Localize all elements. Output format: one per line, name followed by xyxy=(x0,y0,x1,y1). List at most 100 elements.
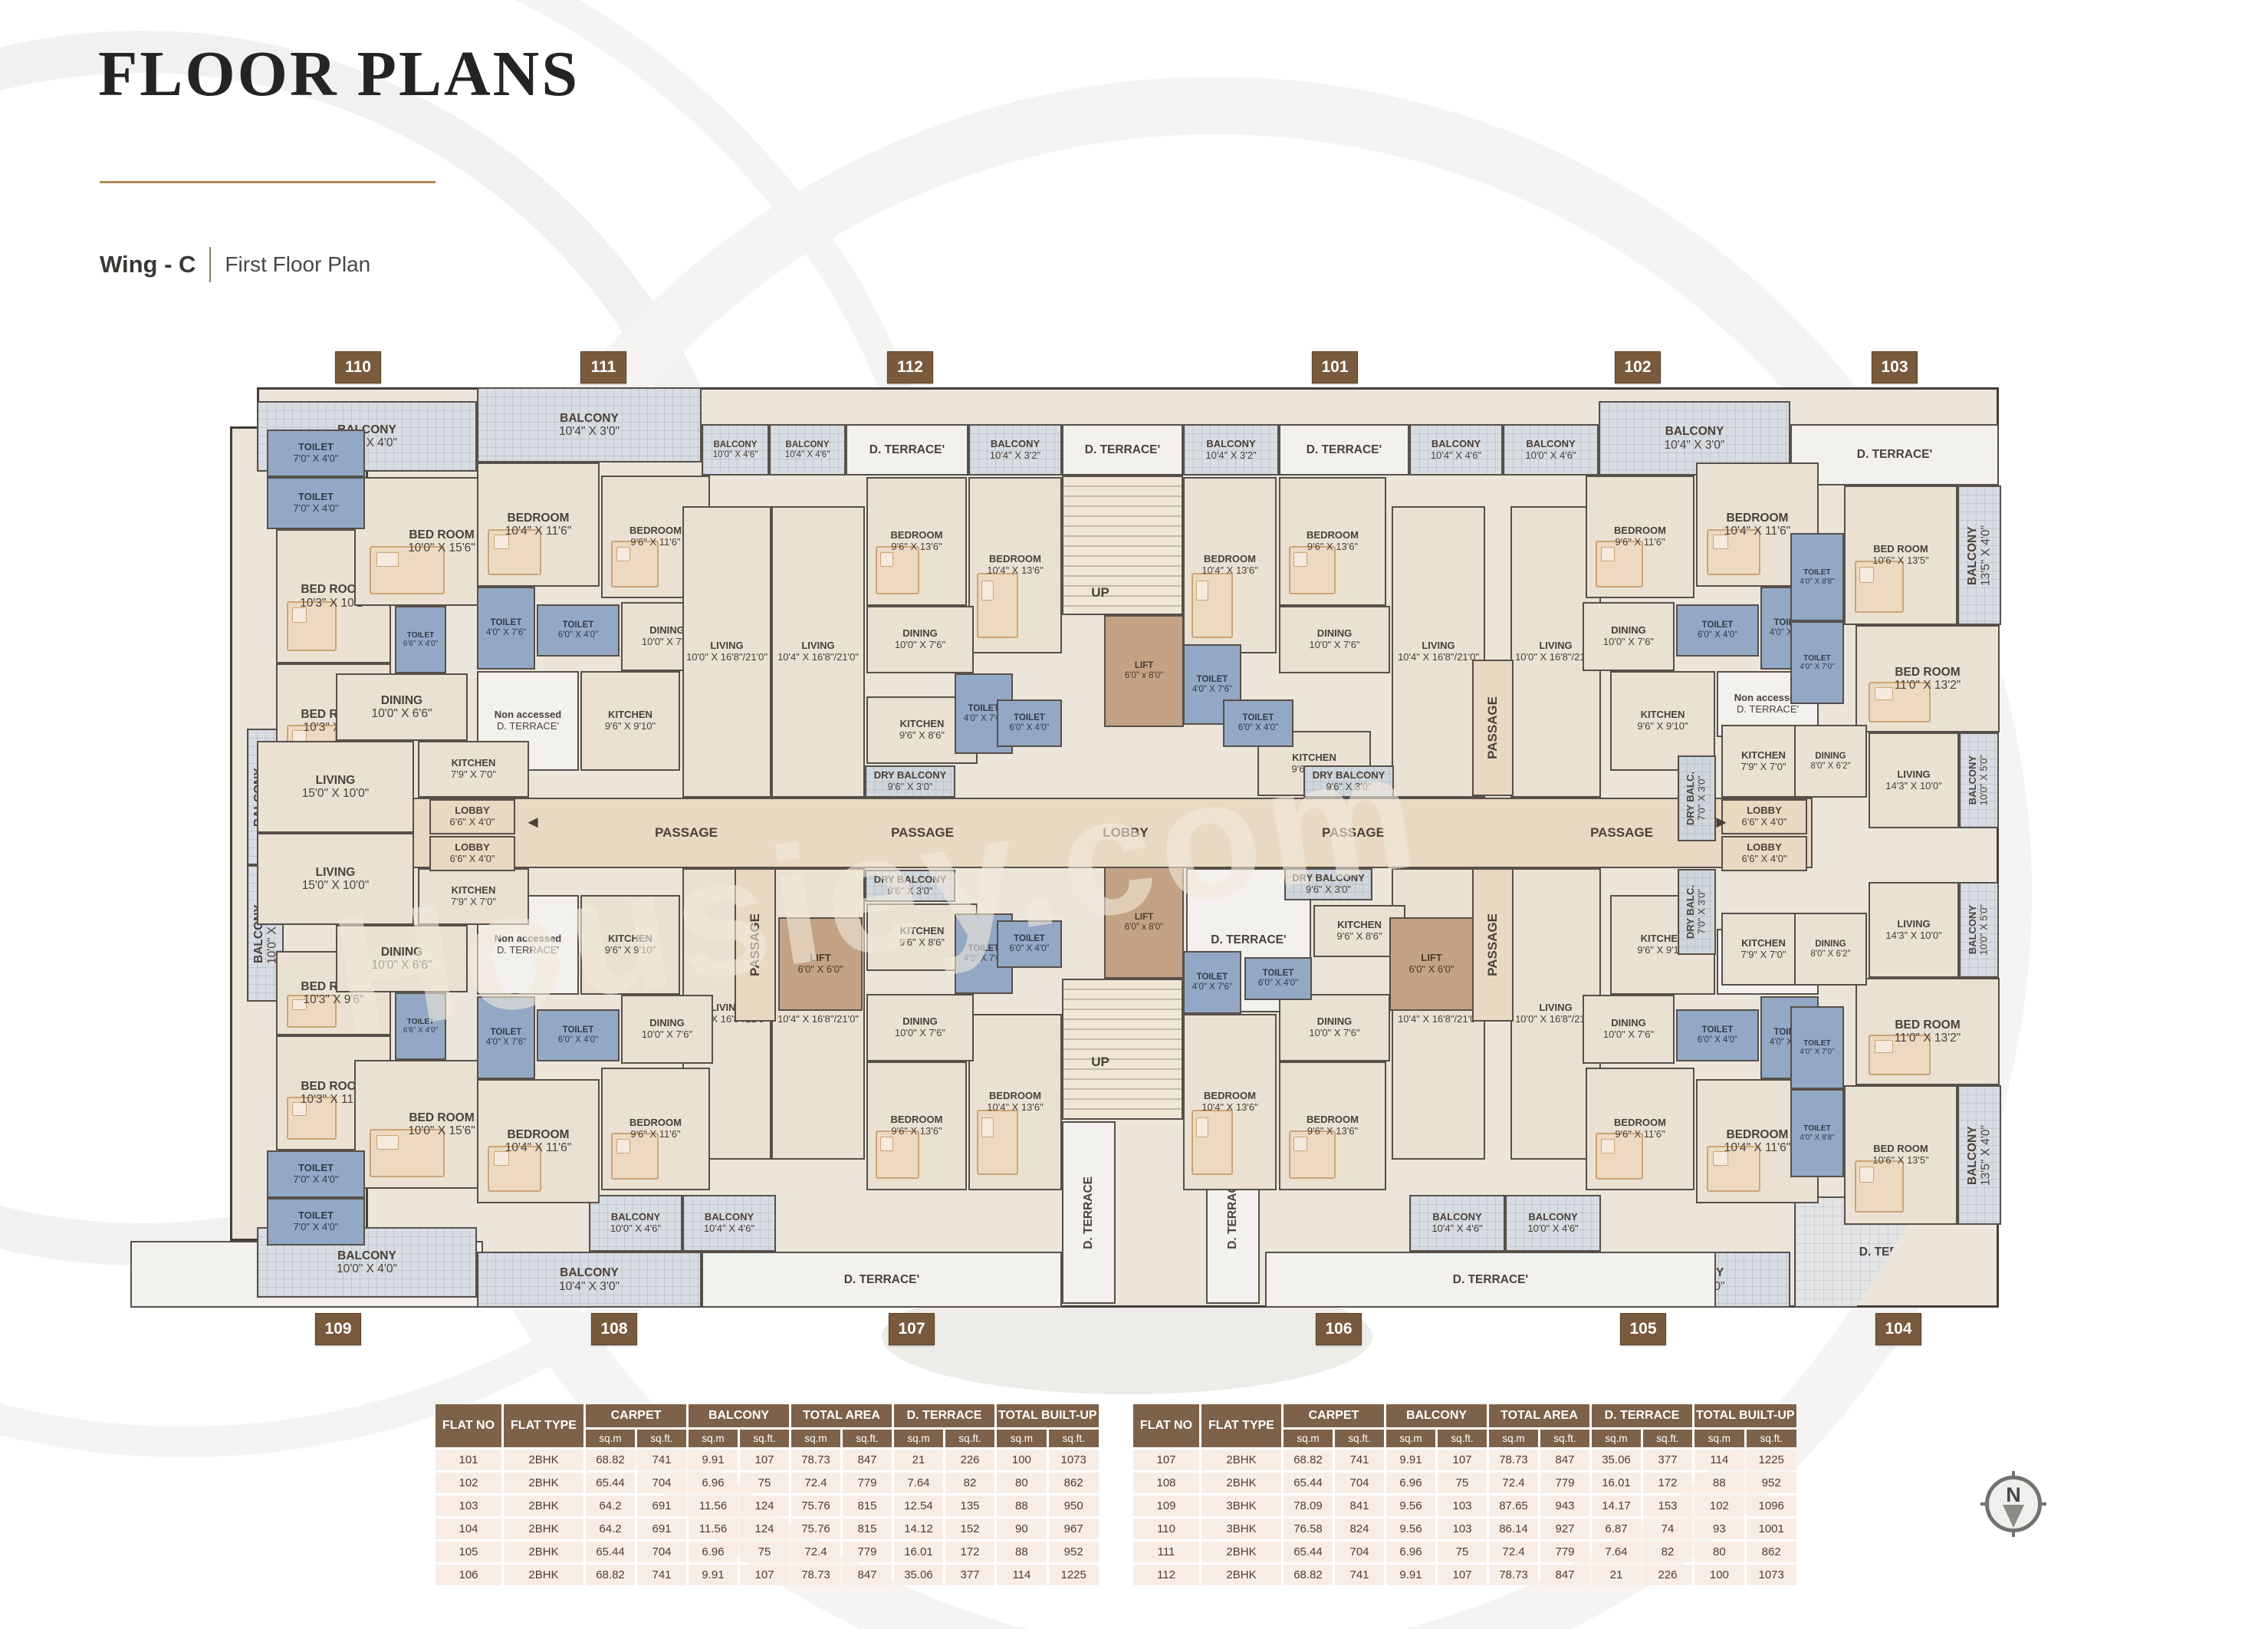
room-label: BEDROOM xyxy=(1726,1127,1789,1141)
unit-header: sq.ft. xyxy=(740,1430,789,1447)
table-cell: 88 xyxy=(997,1542,1047,1562)
room-dimensions: 9'6" X 9'10" xyxy=(1637,944,1688,956)
table-cell: 135 xyxy=(945,1496,994,1516)
compass-needle xyxy=(2003,1505,2024,1528)
room-dimensions: 10'4" X 4'6" xyxy=(1431,1223,1483,1234)
room-dimensions: 9'6" X 8'6" xyxy=(899,936,945,948)
d-terrace-area: D. TERRACE' xyxy=(1279,424,1409,476)
room-label: DRY BALCONY xyxy=(1312,769,1385,782)
unit-header: sq.ft. xyxy=(1335,1430,1384,1447)
room-label: ◄ xyxy=(524,811,541,831)
room-dimensions: 13'5" X 4'0" xyxy=(1979,1124,1993,1186)
room-dimensions: 6'6" X 4'0" xyxy=(1741,816,1787,828)
room-label: PASSAGE xyxy=(1322,825,1385,841)
table-cell: 72.4 xyxy=(1489,1542,1538,1562)
room-dimensions: 10'4" X 16'8"/21'0" xyxy=(777,1013,859,1025)
bed-icon xyxy=(1596,541,1643,587)
table-cell: 72.4 xyxy=(1489,1473,1538,1493)
room-dimensions: 6'6" X 4'0" xyxy=(449,816,495,828)
room-dimensions: 4'0" X 7'6" xyxy=(1192,982,1233,992)
room-dimensions: 7'0" X 4'0" xyxy=(293,1221,339,1232)
unit-header: sq.m xyxy=(997,1430,1047,1447)
room-label: LIVING xyxy=(1897,768,1931,780)
table-cell: 75 xyxy=(740,1473,789,1493)
room-label: KITCHEN xyxy=(451,884,496,897)
table-cell: 2BHK xyxy=(1201,1450,1281,1470)
room-dimensions: 10'4" X 11'6" xyxy=(505,525,572,538)
table-cell: 967 xyxy=(1048,1519,1099,1539)
table-cell: 35.06 xyxy=(1592,1450,1641,1470)
bed-icon xyxy=(286,1096,337,1140)
area-area: ◄ xyxy=(515,804,551,841)
table-cell: 704 xyxy=(1335,1542,1384,1562)
table-cell: 111 xyxy=(1133,1542,1199,1562)
room-label: KITCHEN xyxy=(1741,936,1786,949)
table-cell: 3BHK xyxy=(1201,1519,1281,1539)
table-cell: 6.96 xyxy=(689,1542,738,1562)
table-cell: 107 xyxy=(740,1565,789,1585)
table-cell: 172 xyxy=(1643,1473,1692,1493)
table-cell: 90 xyxy=(997,1519,1047,1539)
bed-icon xyxy=(611,1133,659,1180)
table-cell: 2BHK xyxy=(504,1473,583,1493)
room-dimensions: 10'4" X 4'6" xyxy=(784,449,830,459)
room-dimensions: 10'0" X 7'6" xyxy=(1309,639,1360,650)
table-cell: 7.64 xyxy=(1592,1542,1641,1562)
room-label: LIVING xyxy=(315,865,356,879)
table-cell: 64.2 xyxy=(586,1496,635,1516)
subtitle-divider xyxy=(209,247,212,282)
table-cell: 824 xyxy=(1335,1519,1384,1539)
room-dimensions: 9'6" X 13'6" xyxy=(1307,541,1359,552)
room-label: BED ROOM xyxy=(1873,1143,1928,1155)
room-dimensions: 6'0" X 4'0" xyxy=(1009,944,1050,953)
dry-balc-area: DRY BALC.7'0" X 3'0" xyxy=(1678,869,1716,955)
flat-badge-101: 101 xyxy=(1312,351,1358,383)
room-dimensions: 9'6" X 8'6" xyxy=(899,729,945,741)
room-label: BEDROOM xyxy=(629,525,682,537)
table-cell: 2BHK xyxy=(504,1542,583,1562)
room-label: BEDROOM xyxy=(890,529,943,541)
room-label: TOILET xyxy=(298,1162,334,1174)
room-dimensions: 9'6" X 3'0" xyxy=(887,885,933,897)
room-dimensions: 4'0" X 7'6" xyxy=(485,628,527,637)
room-dimensions: 10'0" X 7'6" xyxy=(641,1028,693,1040)
room-label: Non accessed xyxy=(1734,692,1802,704)
table-cell: 93 xyxy=(1694,1519,1744,1539)
table-cell: 1001 xyxy=(1746,1519,1796,1539)
column-group-header: CARPET xyxy=(1284,1404,1384,1427)
room-label: DINING xyxy=(380,945,423,959)
column-group-header: CARPET xyxy=(586,1404,686,1427)
room-dimensions: 9'6" X 13'6" xyxy=(891,1125,942,1137)
table-cell: 226 xyxy=(945,1450,994,1470)
table-cell: 741 xyxy=(637,1565,686,1585)
room-label: BEDROOM xyxy=(1307,1114,1359,1126)
page-title: FLOOR PLANS xyxy=(98,38,580,110)
room-dimensions: 10'0" X 6'6" xyxy=(371,959,432,972)
table-cell: 815 xyxy=(843,1519,892,1539)
table-cell: 741 xyxy=(637,1450,686,1470)
table-cell: 2BHK xyxy=(504,1519,583,1539)
table-cell: 68.82 xyxy=(586,1450,635,1470)
unit-header: sq.m xyxy=(689,1430,738,1447)
table-cell: 2BHK xyxy=(1201,1473,1281,1493)
